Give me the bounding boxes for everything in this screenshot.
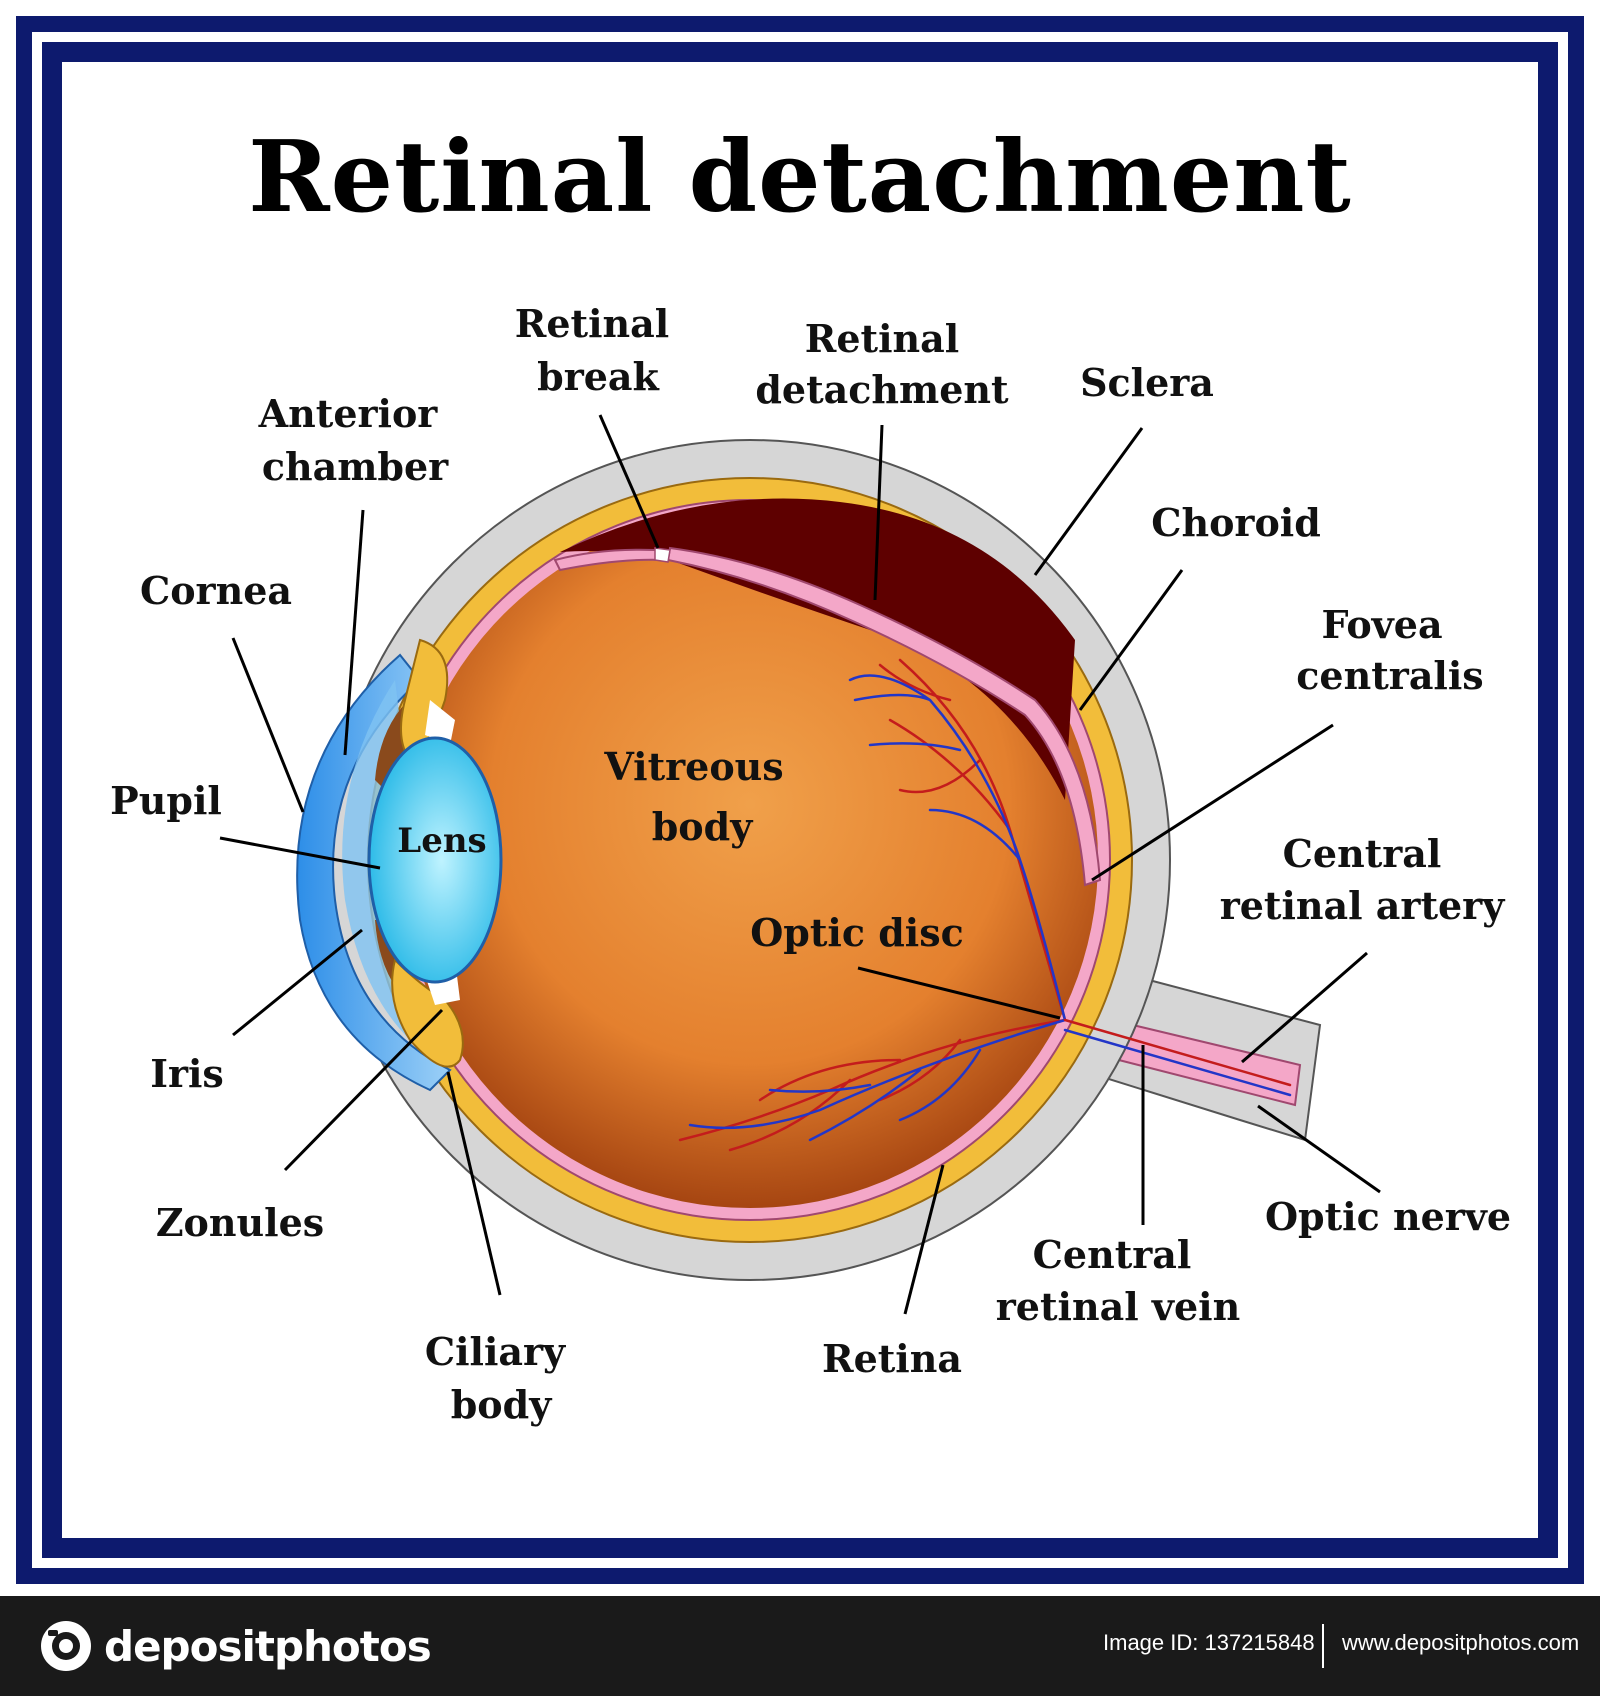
subretinal-space — [560, 498, 1075, 800]
artery-lower — [678, 1018, 1067, 1152]
label-lens: Lens — [397, 821, 486, 861]
label-retinal-break-2: break — [537, 354, 659, 399]
label-fovea-2: centralis — [1296, 653, 1483, 698]
vein-main — [848, 674, 1067, 1022]
label-anterior-chamber-1: Anterior — [258, 391, 439, 436]
leader-fovea — [1091, 723, 1334, 882]
leader-optic-disc — [857, 966, 1061, 1020]
footer-divider — [1322, 1624, 1324, 1668]
label-central-artery-2: retinal artery — [1220, 883, 1505, 928]
vein-lower — [688, 1018, 1067, 1142]
label-retina: Retina — [822, 1336, 962, 1381]
footer-bar: depositphotos Image ID: 137215848 www.de… — [0, 1596, 1600, 1696]
label-anterior-chamber-2: chamber — [262, 444, 449, 489]
label-vitreous-2: body — [652, 804, 753, 849]
cornea — [296, 653, 452, 1092]
label-retinal-detachment-1: Retinal — [805, 316, 959, 361]
lens — [367, 736, 503, 984]
label-ciliary-body-2: body — [451, 1382, 552, 1427]
vitreous-body — [402, 512, 1098, 1208]
label-sclera: Sclera — [1080, 360, 1214, 405]
leader-cornea — [231, 637, 305, 813]
leader-retinal-break — [598, 414, 660, 549]
retinal-break — [654, 547, 671, 563]
label-retinal-detachment-2: detachment — [755, 367, 1009, 412]
label-choroid: Choroid — [1151, 500, 1321, 545]
label-iris: Iris — [150, 1051, 224, 1096]
image-id: Image ID: 137215848 — [1103, 1630, 1315, 1655]
label-zonules: Zonules — [156, 1200, 324, 1245]
label-ciliary-body-1: Ciliary — [425, 1329, 566, 1374]
brand-logo[interactable]: depositphotos — [40, 1620, 432, 1672]
brand-name: depositphotos — [104, 1621, 432, 1671]
leader-retinal-detachment — [873, 424, 884, 601]
leader-central-artery — [1241, 951, 1368, 1064]
label-central-vein-2: retinal vein — [996, 1284, 1240, 1329]
nerve-vein — [1063, 1028, 1292, 1097]
label-central-vein-1: Central — [1033, 1232, 1192, 1277]
label-retinal-break-1: Retinal — [515, 301, 669, 346]
leader-zonules — [283, 1008, 444, 1172]
website-link[interactable]: www.depositphotos.com — [1342, 1630, 1580, 1655]
label-optic-nerve: Optic nerve — [1265, 1194, 1511, 1239]
leader-retina — [903, 1164, 945, 1315]
leader-optic-nerve — [1257, 1104, 1381, 1194]
zonule-gap-top — [425, 700, 455, 745]
camera-icon — [41, 1621, 91, 1671]
leader-iris — [232, 928, 363, 1037]
leader-choroid — [1078, 569, 1184, 711]
eye-cross-section: Retinal break Retinal detachment Sclera … — [110, 301, 1511, 1427]
leader-pupil — [219, 836, 381, 870]
diagram-title: Retinal detachment — [248, 120, 1352, 235]
retinal-vessels — [678, 658, 1292, 1152]
label-vitreous-1: Vitreous — [603, 744, 783, 789]
leader-lines — [219, 414, 1381, 1315]
label-cornea: Cornea — [140, 568, 292, 613]
leader-sclera — [1033, 427, 1144, 576]
nerve-artery — [1063, 1018, 1292, 1087]
leader-anterior-chamber — [343, 509, 365, 756]
label-pupil: Pupil — [110, 778, 222, 823]
label-optic-disc: Optic disc — [750, 910, 964, 955]
label-fovea-1: Fovea — [1321, 602, 1442, 647]
label-central-artery-1: Central — [1283, 831, 1442, 876]
leader-ciliary-body — [446, 1071, 502, 1296]
